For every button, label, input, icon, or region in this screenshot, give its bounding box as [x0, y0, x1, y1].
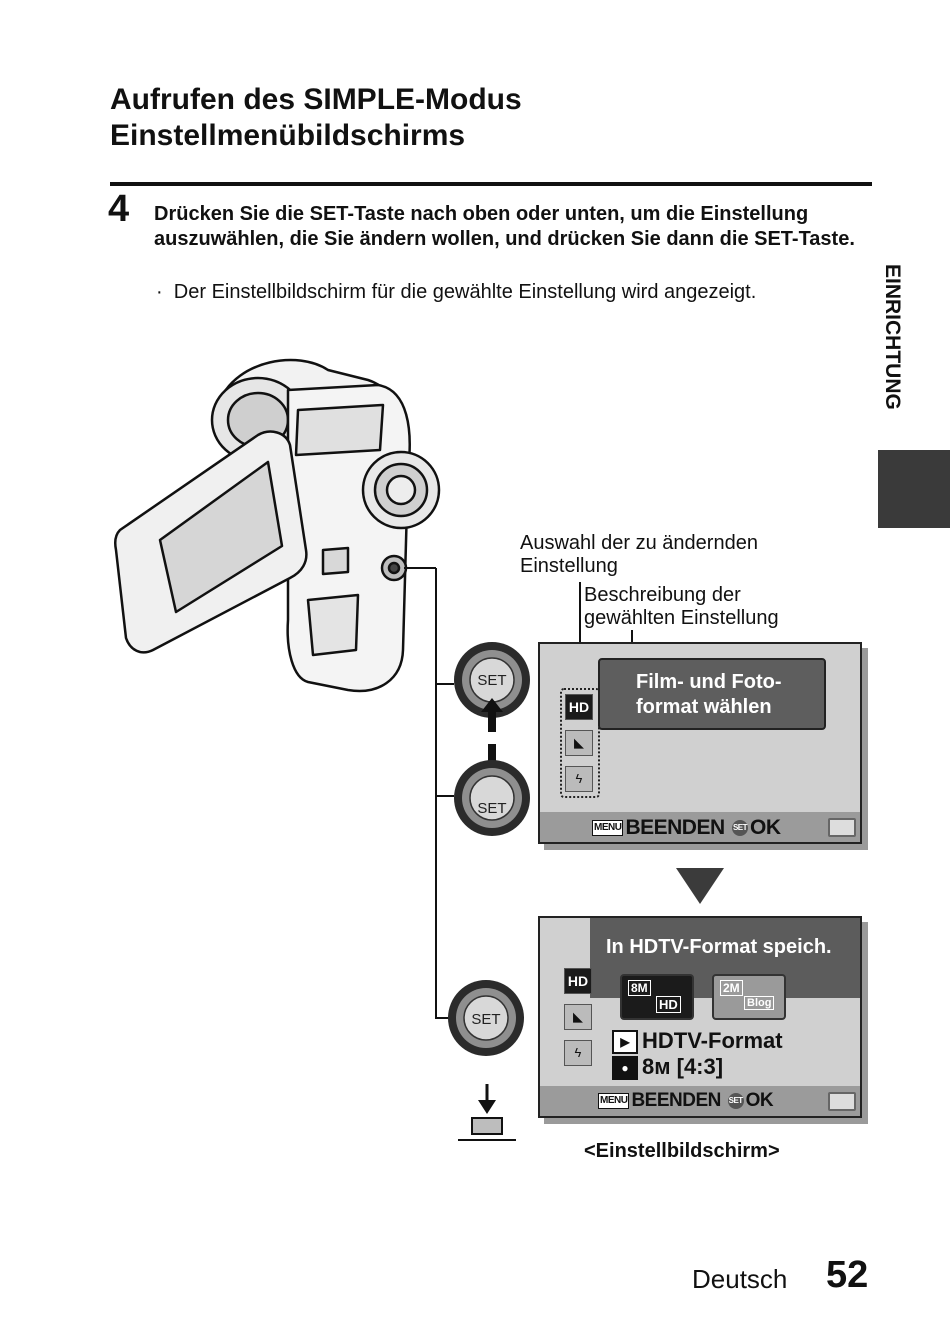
step-bullet: · Der Einstellbildschirm für die gewählt… — [156, 281, 757, 303]
callout-select: Auswahl der zu ändernden Einstellung — [520, 532, 758, 578]
option-hd-size: 8M — [628, 980, 651, 996]
title-line-2: Einstellmenübildschirms — [110, 119, 466, 152]
video-mode-text: HDTV-Format — [642, 1028, 783, 1053]
option-blog-format: Blog — [744, 996, 775, 1010]
callout-description: Beschreibung der gewählten Einstellung — [584, 584, 779, 630]
photo-mode-line: ●8м [4:3] — [612, 1054, 724, 1081]
svg-text:SET: SET — [477, 672, 506, 689]
side-label-text: EINRICHTUNG — [881, 264, 904, 410]
video-icon: ▶ — [612, 1030, 638, 1055]
icon-column-selection — [560, 688, 600, 798]
set-button-icon: SET — [448, 980, 524, 1056]
battery-icon — [828, 818, 856, 837]
exit-label: BEENDEN — [631, 1090, 721, 1111]
scene-icon[interactable]: ◣ — [565, 730, 593, 756]
scene-icon[interactable]: ◣ — [564, 1004, 592, 1030]
ok-label: OK — [749, 816, 781, 839]
set-badge-icon: SET — [727, 1092, 744, 1109]
camera-icon: ● — [612, 1056, 638, 1081]
press-button-icon — [458, 1084, 516, 1141]
step-number: 4 — [108, 188, 130, 230]
set-badge-icon: SET — [731, 820, 748, 837]
description-line-2: format wählen — [636, 696, 772, 718]
ok-label: OK — [745, 1090, 774, 1111]
svg-text:SET: SET — [477, 800, 506, 817]
callout-select-line-2: Einstellung — [520, 555, 618, 577]
menu-button-icon: MENU — [598, 1092, 630, 1109]
side-section-label: EINRICHTUNG — [878, 262, 922, 442]
hd-icon[interactable]: HD — [565, 694, 593, 720]
callout-desc-line-1: Beschreibung der — [584, 584, 741, 606]
screen-caption: <Einstellbildschirm> — [584, 1140, 780, 1162]
callout-desc-line-2: gewählten Einstellung — [584, 607, 779, 629]
menu-screen: HD ◣ ϟ Film- und Foto- format wählen MEN… — [538, 642, 862, 844]
svg-text:SET: SET — [471, 1011, 500, 1028]
step-instruction: Drücken Sie die SET-Taste nach oben oder… — [154, 203, 855, 250]
set-button-icon: SET — [454, 760, 530, 836]
settings-header-text: In HDTV-Format speich. — [606, 936, 832, 958]
description-line-1: Film- und Foto- — [636, 671, 782, 693]
hd-icon[interactable]: HD — [564, 968, 592, 994]
footer-language: Deutsch — [692, 1264, 788, 1294]
page-title: Aufrufen des SIMPLE-Modus Einstellmenübi… — [110, 82, 522, 154]
option-hd-format: HD — [656, 996, 681, 1013]
option-blog-button[interactable]: 2M Blog — [712, 974, 786, 1020]
option-blog-size: 2M — [720, 980, 743, 996]
setting-description-box: Film- und Foto- format wählen — [598, 658, 826, 730]
menu-button-icon: MENU — [592, 820, 624, 837]
flash-icon[interactable]: ϟ — [564, 1040, 592, 1066]
arrow-up-icon — [481, 698, 503, 732]
battery-icon — [828, 1092, 856, 1111]
title-line-1: Aufrufen des SIMPLE-Modus — [110, 83, 522, 116]
photo-mode-text: 8м [4:3] — [642, 1054, 724, 1079]
down-triangle-icon — [676, 868, 724, 904]
option-hd-button[interactable]: 8M HD — [620, 974, 694, 1020]
video-mode-line: ▶HDTV-Format — [612, 1028, 783, 1055]
side-tab-marker — [878, 450, 950, 528]
section-rule — [110, 182, 872, 186]
exit-label: BEENDEN — [625, 816, 725, 839]
flash-icon[interactable]: ϟ — [565, 766, 593, 792]
callout-select-line-1: Auswahl der zu ändernden — [520, 532, 758, 554]
set-button-icon: SET — [454, 642, 530, 718]
settings-screen: In HDTV-Format speich. HD ◣ ϟ 8M HD 2M B… — [538, 916, 862, 1118]
camcorder-illustration — [113, 358, 441, 693]
page-number: 52 — [826, 1254, 869, 1296]
bullet-text: Der Einstellbildschirm für die gewählte … — [173, 281, 757, 303]
